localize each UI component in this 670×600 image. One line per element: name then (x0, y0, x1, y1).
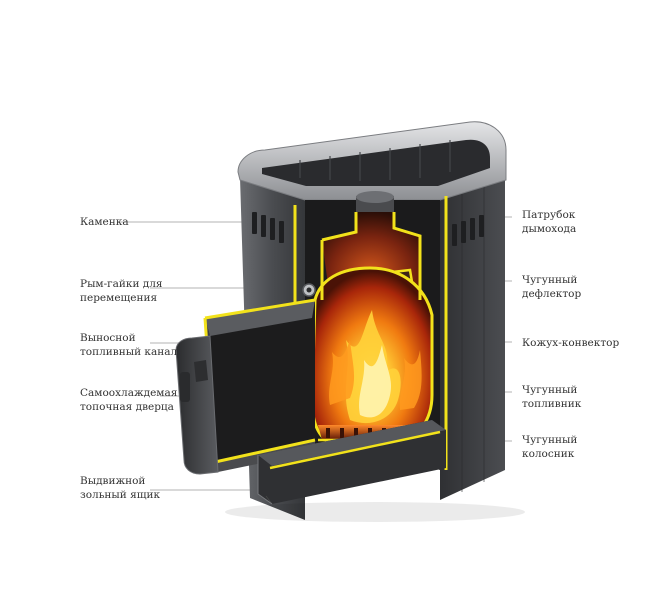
vent-slots-right (452, 215, 484, 246)
kamenka-opening (262, 139, 490, 186)
flames (329, 310, 422, 424)
label-zolny-yashchik: Выдвижной зольный ящик (80, 475, 161, 501)
body-side-panel (440, 178, 505, 500)
label-deflektor: Чугунный дефлектор (522, 274, 582, 300)
vent-slots-left (252, 212, 284, 243)
fuel-channel-inner (205, 300, 315, 462)
door-handle (180, 372, 190, 402)
fire-door (175, 335, 219, 475)
label-toplivnik: Чугунный топливник (522, 384, 582, 410)
label-kozhukh: Кожух-конвектор (522, 337, 620, 349)
label-patrubok: Патрубок дымохода (522, 209, 577, 235)
label-dvertsa: Самоохлаждемая топочная дверца (80, 387, 178, 413)
label-kolosnik: Чугунный колосник (522, 434, 578, 460)
label-vynosnoy-kanal: Выносной топливный канал (80, 332, 178, 358)
label-rym-gaiki: Рым-гайки для перемещения (80, 278, 163, 304)
label-kamenka: Каменка (80, 216, 129, 228)
